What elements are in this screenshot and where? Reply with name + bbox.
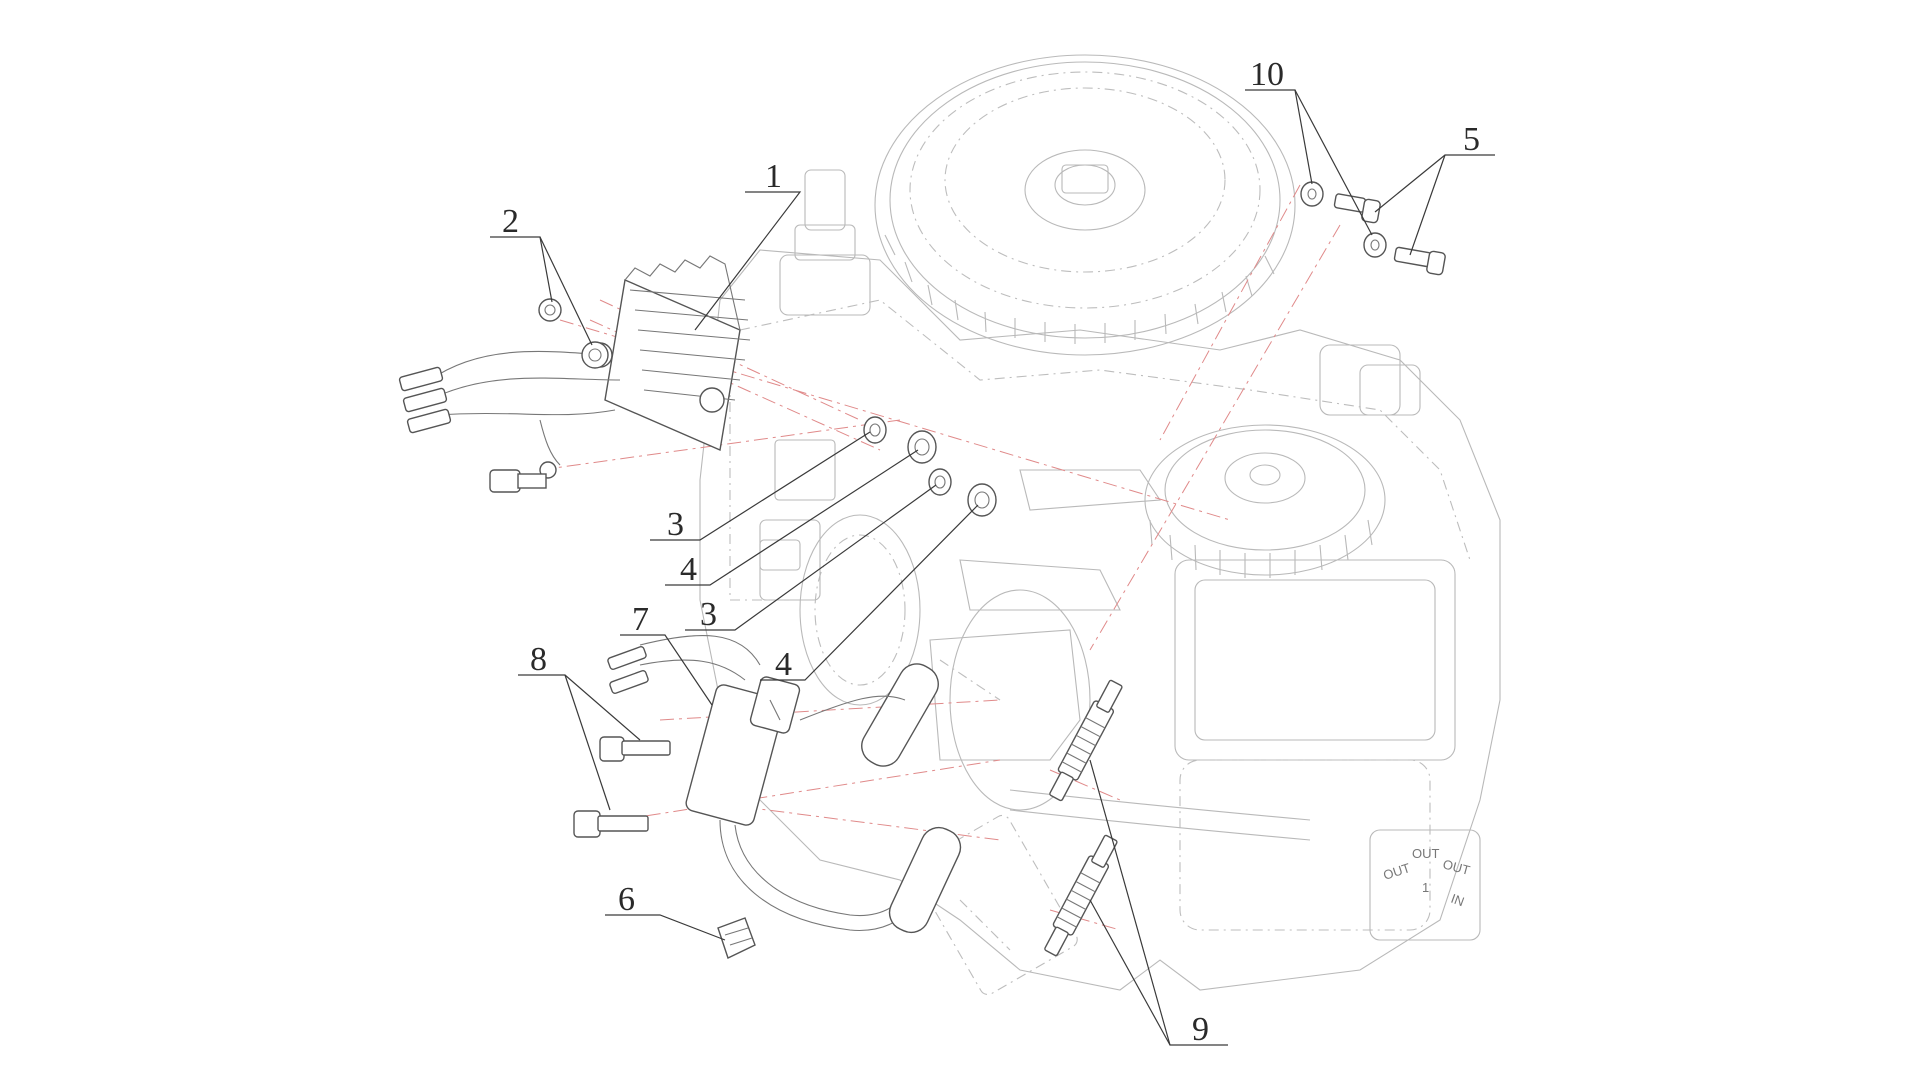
callout-2: 2	[502, 203, 519, 240]
ignition-coil	[607, 634, 962, 934]
callout-3-lower: 3	[700, 596, 717, 633]
callout-5: 5	[1463, 121, 1480, 158]
cable-clip	[717, 917, 756, 959]
callout-4-lower: 4	[775, 646, 792, 683]
callout-leaders	[490, 89, 1495, 1046]
regulator-bolt	[489, 469, 547, 493]
flywheel-bolts	[1300, 181, 1446, 276]
callout-4-upper: 4	[680, 551, 697, 588]
nuts	[538, 298, 609, 369]
engine-block-ghost: OUT OUT OUT 1 IN	[699, 54, 1501, 996]
pump-label-out-3: OUT	[1441, 856, 1471, 878]
pump-label-in: IN	[1449, 891, 1466, 910]
fuel-pump: OUT OUT OUT 1 IN	[1369, 829, 1481, 941]
callout-6: 6	[618, 881, 635, 918]
callout-labels: 1 2 3 4 3 4 5 6 7 8 9 10	[502, 56, 1480, 1048]
callout-7: 7	[632, 601, 649, 638]
callout-3-upper: 3	[667, 506, 684, 543]
washers-grommets	[863, 416, 997, 517]
callout-10: 10	[1250, 56, 1284, 93]
coil-bolts	[573, 736, 671, 838]
pump-label-1: 1	[1422, 880, 1429, 895]
callout-1: 1	[765, 158, 782, 195]
callout-8: 8	[530, 641, 547, 678]
pump-label-out-2: OUT	[1412, 846, 1440, 861]
regulator-wiring	[398, 350, 621, 479]
callout-9: 9	[1192, 1011, 1209, 1048]
pump-label-out-1: OUT	[1381, 860, 1412, 883]
rectifier-regulator	[587, 255, 751, 451]
